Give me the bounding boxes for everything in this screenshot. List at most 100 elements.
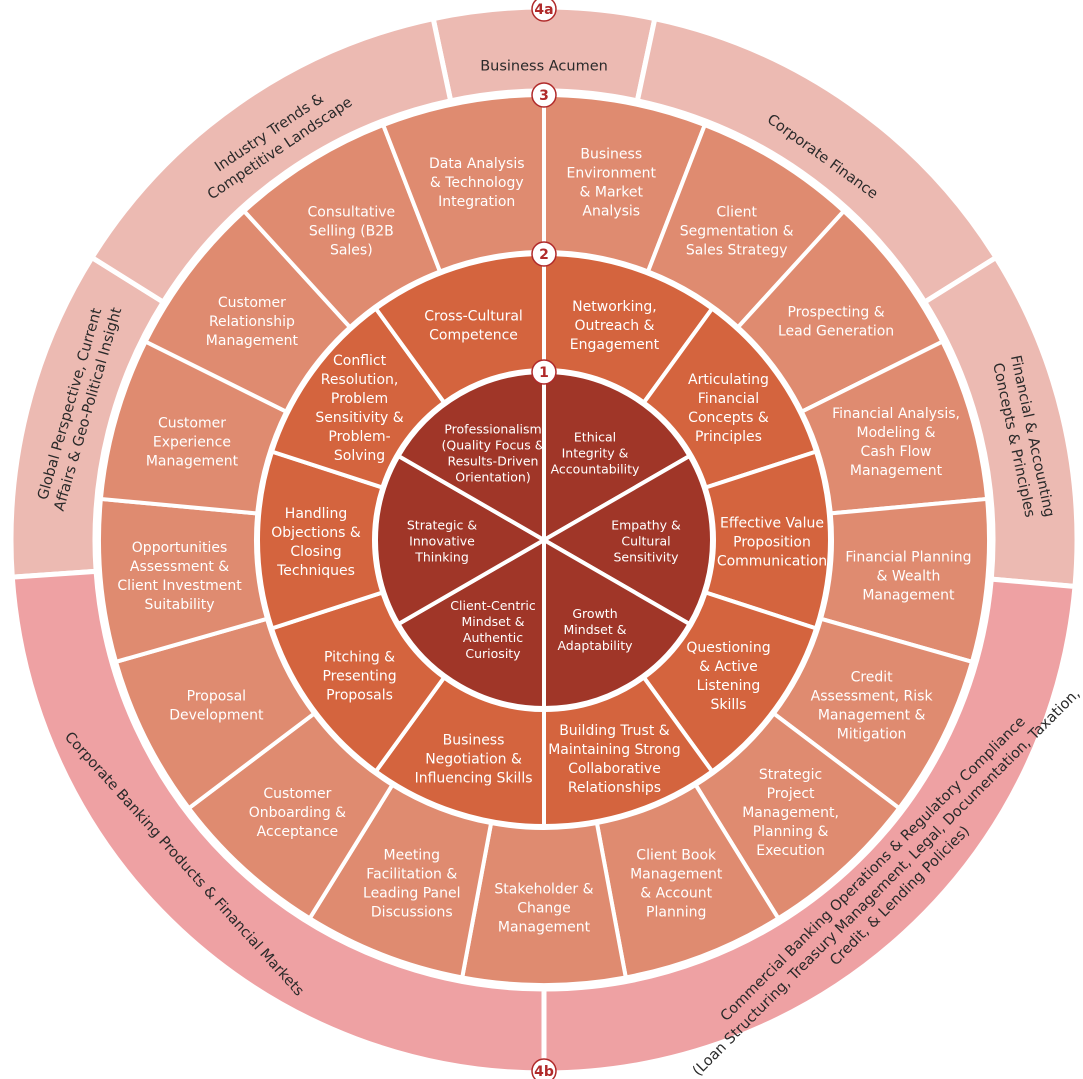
ring3-label-credit-line: Management &: [818, 707, 926, 723]
ring2-label-conflict-line: Sensitivity &: [315, 410, 403, 426]
ring3-label-credit-line: Mitigation: [837, 726, 907, 742]
ring3-label-onboarding-line: Onboarding &: [249, 805, 346, 821]
ring3-label-strategic-project-line: Execution: [756, 843, 825, 859]
ring3-label-customer-experience-line: Customer: [158, 415, 226, 431]
outer-label-business-acumen-line: Business Acumen: [480, 59, 608, 75]
ring2-label-articulating-line: Concepts &: [688, 410, 769, 426]
ring3-label-data-analysis-line: Data Analysis: [429, 156, 525, 172]
ring3-label-prospecting-line: Lead Generation: [778, 324, 894, 340]
ring2-label-objections-line: Objections &: [271, 525, 361, 541]
ring2-label-conflict-line: Problem-: [328, 429, 390, 445]
ring2-label-questioning-line: Questioning: [686, 640, 770, 656]
badge-number: 3: [539, 88, 549, 104]
badge-outer-b: 4b: [531, 1058, 557, 1079]
core-label-empathy-line: Empathy &: [611, 518, 681, 533]
ring3-label-crm-line: Management: [206, 333, 299, 349]
ring2-label-pitching-line: Pitching &: [324, 650, 395, 666]
ring3-label-meeting-line: Discussions: [371, 904, 453, 920]
ring2-label-articulating-line: Articulating: [688, 372, 769, 388]
core-label-client-centric-line: Authentic: [463, 630, 523, 645]
ring2-layer: [256, 252, 832, 828]
ring3-label-financial-analysis-line: Cash Flow: [861, 444, 932, 460]
ring2-label-building-trust-line: Collaborative: [568, 761, 661, 777]
core-label-professionalism-line: (Quality Focus &: [442, 437, 545, 452]
ring3-label-financial-analysis-line: Financial Analysis,: [832, 406, 960, 422]
ring3-label-proposal-line: Development: [169, 707, 264, 723]
ring2-label-value-prop-line: Proposition: [733, 535, 811, 551]
ring2-label-building-trust-line: Building Trust &: [559, 723, 670, 739]
ring2-label-conflict-line: Problem: [331, 391, 388, 407]
core-layer: [374, 370, 714, 710]
badge-number: 4a: [534, 2, 553, 18]
ring3-label-strategic-project-line: Strategic: [759, 767, 822, 783]
ring2-label-conflict-line: Conflict: [333, 353, 387, 369]
ring3-label-strategic-project-line: Management,: [742, 805, 839, 821]
outer-a-segment-industry-trends: [88, 15, 454, 306]
ring3-label-business-environment-line: Environment: [567, 165, 657, 181]
ring3-label-strategic-project-line: Project: [767, 786, 815, 802]
ring3-label-client-segmentation-line: Client: [716, 204, 757, 220]
ring2-label-objections-line: Techniques: [276, 563, 355, 579]
ring2-label-objections-line: Closing: [290, 544, 341, 560]
ring3-label-stakeholder-line: Management: [498, 920, 591, 936]
core-label-ethical-line: Integrity &: [562, 445, 629, 460]
badge-outer-a: 4a: [531, 0, 557, 22]
ring2-label-questioning-line: Listening: [697, 678, 761, 694]
ring3-layer: [97, 93, 991, 987]
ring3-label-customer-experience-line: Management: [146, 453, 239, 469]
outer-label-business-acumen: Business Acumen: [480, 59, 608, 75]
ring3-label-opportunities-line: Opportunities: [132, 540, 228, 556]
ring2-label-cross-cultural-line: Competence: [429, 327, 518, 343]
ring3-label-proposal-line: Proposal: [187, 688, 246, 704]
core-label-growth-line: Mindset &: [564, 622, 627, 637]
ring3-label-data-analysis-line: & Technology: [430, 175, 524, 191]
ring3-label-client-book-line: Planning: [646, 904, 706, 920]
ring2-label-networking-line: Engagement: [570, 337, 660, 353]
ring3-label-onboarding-line: Customer: [263, 786, 331, 802]
badge-core: 1: [531, 359, 557, 385]
badge-number: 4b: [534, 1064, 554, 1079]
core-label-strategic-line: Innovative: [409, 534, 475, 549]
ring3-label-business-environment-line: Business: [580, 146, 642, 162]
ring2-label-questioning-line: Skills: [710, 697, 746, 713]
badge-circle: [531, 0, 557, 22]
badge-number: 1: [539, 365, 549, 381]
ring3-label-financial-planning-line: & Wealth: [877, 568, 941, 584]
ring3-label-data-analysis-line: Integration: [438, 194, 515, 210]
core-label-empathy-line: Sensitivity: [613, 550, 679, 565]
ring3-label-crm-line: Relationship: [209, 314, 295, 330]
core-segment-client-centric: [396, 538, 546, 710]
ring3-label-consultative-line: Selling (B2B: [309, 223, 394, 239]
ring3-label-opportunities-line: Suitability: [145, 597, 215, 613]
ring3-label-client-book-line: Client Book: [636, 847, 717, 863]
ring3-label-credit-line: Assessment, Risk: [811, 688, 934, 704]
ring2-label-value-prop-line: Communication: [717, 554, 827, 570]
core-label-client-centric-line: Curiosity: [465, 646, 521, 661]
core-segment-growth: [542, 538, 692, 710]
core-label-client-centric-line: Mindset &: [462, 614, 525, 629]
ring3-label-financial-planning-line: Management: [862, 587, 955, 603]
ring2-label-pitching-line: Proposals: [326, 688, 393, 704]
ring3-label-opportunities-line: Client Investment: [117, 578, 242, 594]
core-label-ethical-line: Ethical: [574, 429, 616, 444]
ring2-label-objections-line: Handling: [285, 506, 347, 522]
ring2-label-conflict-line: Solving: [334, 448, 385, 464]
ring2-label-building-trust-line: Relationships: [568, 780, 661, 796]
ring3-label-crm-line: Customer: [218, 295, 286, 311]
